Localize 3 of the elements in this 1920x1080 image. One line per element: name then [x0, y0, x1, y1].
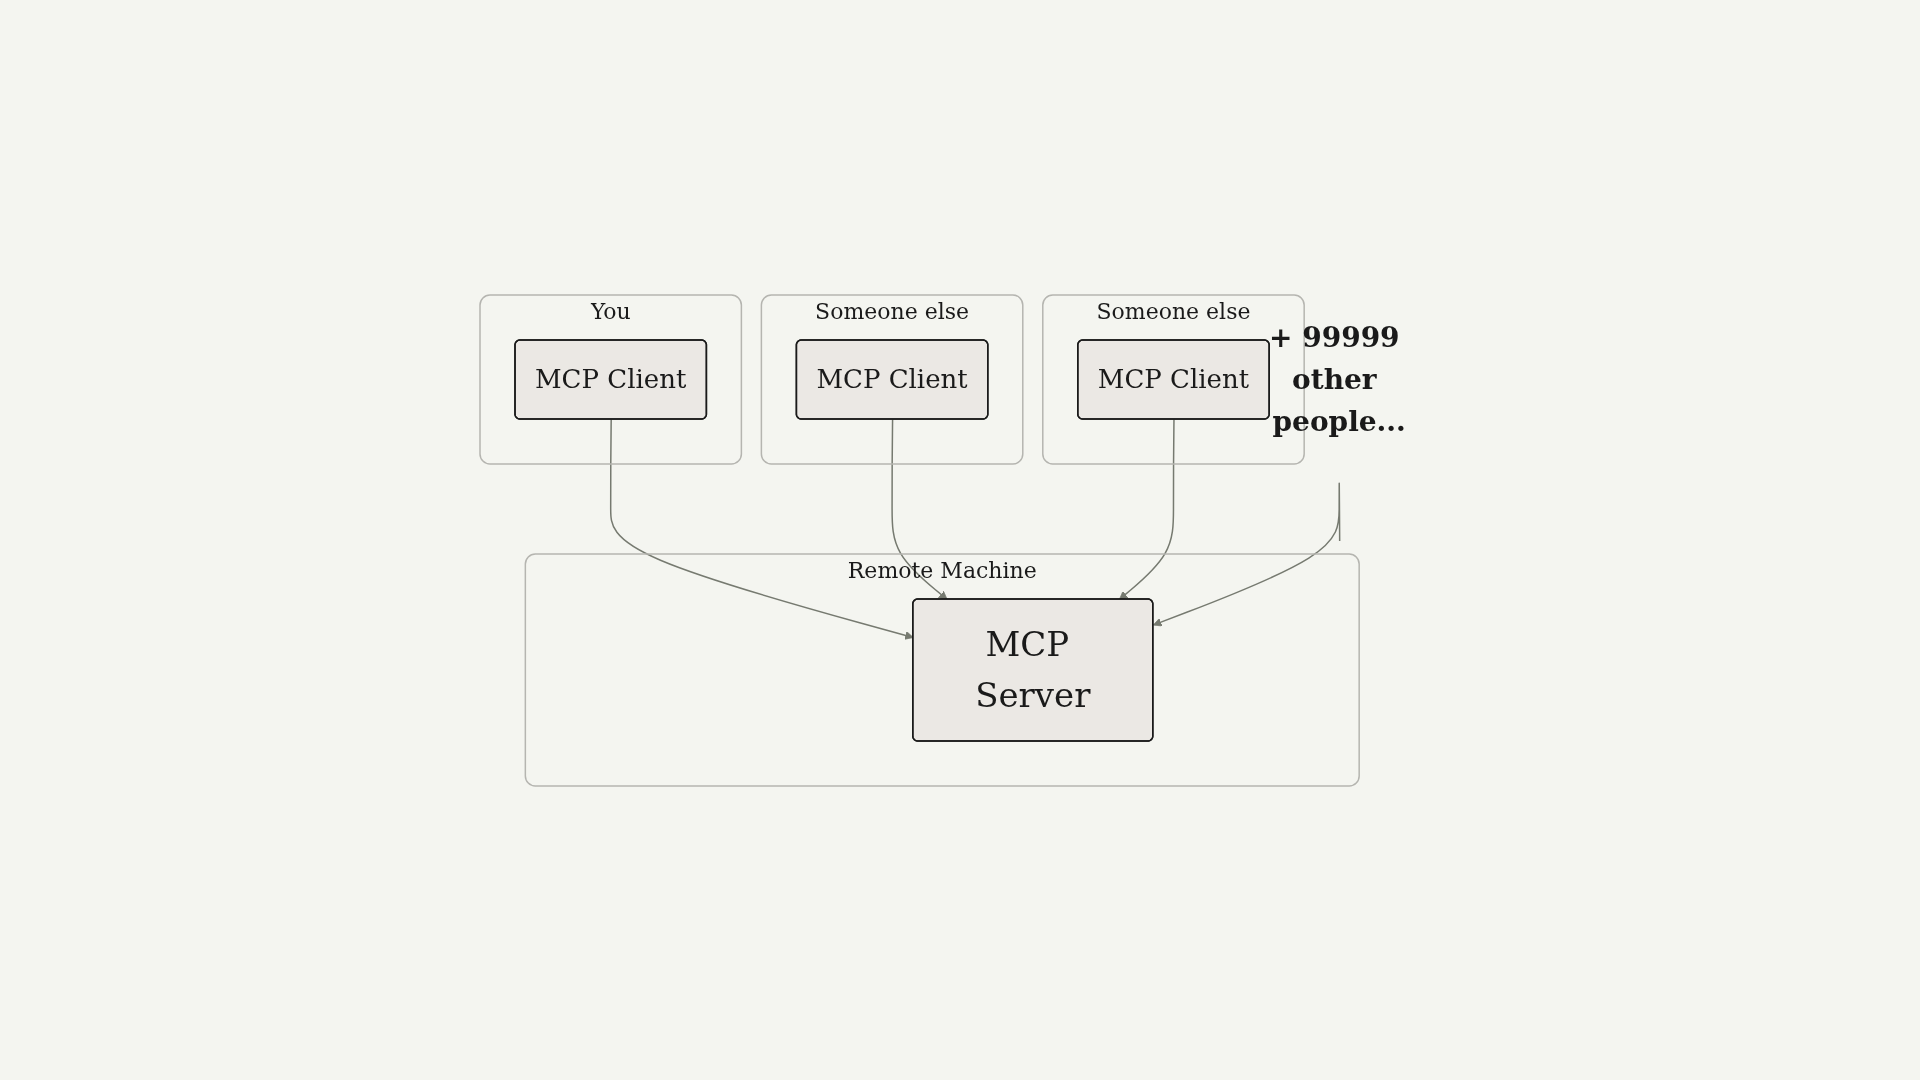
arrow: [1153, 482, 1341, 626]
arrow: [1119, 418, 1176, 600]
node-text: + 99999 other people...: [1269, 320, 1407, 437]
